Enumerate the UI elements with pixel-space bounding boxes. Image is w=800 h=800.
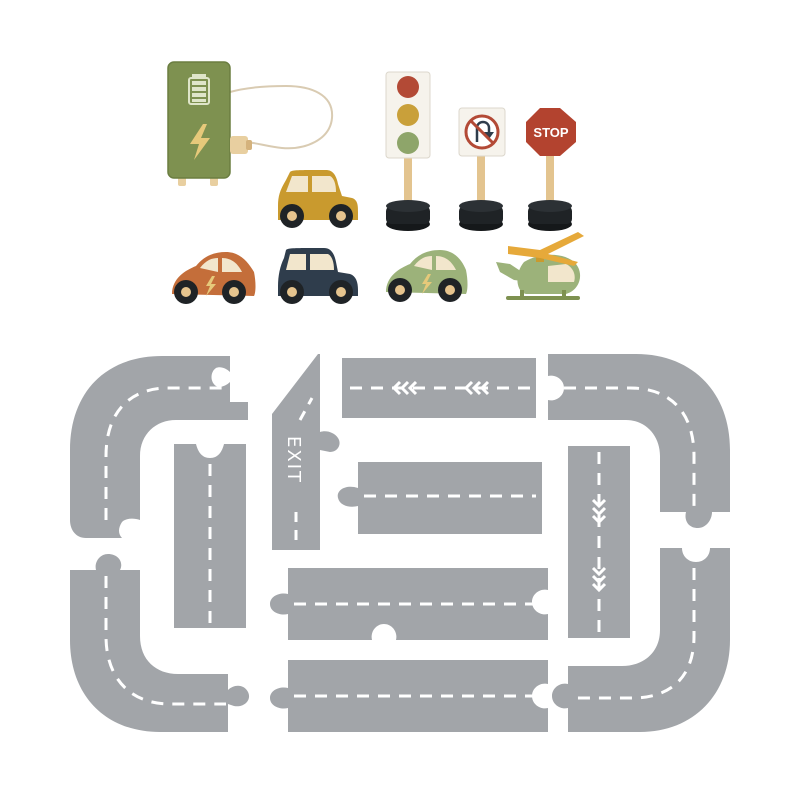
road-straight-middle — [337, 462, 542, 534]
road-straight-lower — [270, 568, 548, 640]
traffic-light-icon — [385, 71, 431, 231]
mustard-jeep — [278, 170, 358, 228]
direction-arrows — [391, 380, 490, 396]
terracotta-electric-car — [172, 252, 256, 304]
road-straight-left — [174, 444, 246, 628]
road-curve-top-left — [70, 356, 248, 538]
helicopter-icon — [496, 232, 584, 300]
car-icon — [278, 170, 358, 228]
stop-sign-icon: STOP — [526, 108, 576, 231]
stop-sign-text: STOP — [533, 125, 568, 140]
road-straight-right — [568, 446, 630, 638]
exit-label: EXIT — [283, 436, 304, 484]
sage-electric-car — [386, 250, 468, 302]
road-curve-bottom-left — [70, 554, 250, 732]
car-icon — [386, 250, 468, 302]
road-curve-top-right — [548, 354, 730, 528]
car-icon — [278, 248, 358, 304]
helicopter — [496, 232, 584, 300]
no-u-turn-sign-icon — [458, 107, 506, 231]
car-icon — [172, 252, 256, 304]
road-curve-bottom-right — [552, 548, 730, 732]
road-straight-bottom — [270, 660, 548, 732]
road-exit-ramp: EXIT — [272, 354, 340, 550]
charging-station-icon — [167, 61, 334, 186]
navy-jeep — [278, 248, 358, 304]
road-straight-top — [342, 358, 536, 418]
